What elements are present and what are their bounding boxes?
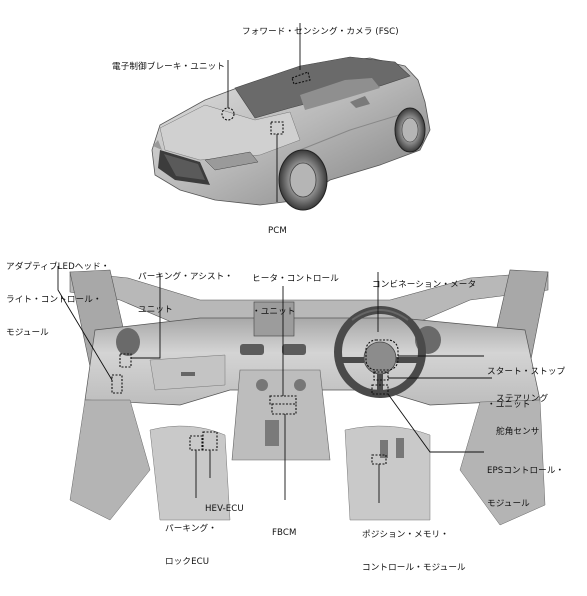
parking-lock-marker	[189, 435, 203, 498]
hev-ecu-label: HEV-ECU	[205, 504, 244, 514]
car-interior	[69, 269, 549, 526]
pcm-label: PCM	[268, 226, 287, 236]
heater-control-label: ヒータ・コントロール ・ユニット	[252, 274, 339, 317]
parking-assist-label: パーキング・アシスト・ ユニット	[138, 272, 234, 315]
brake-unit-label: 電子制御ブレーキ・ユニット	[112, 62, 226, 72]
fsc-label: フォワード・センシング・カメラ (FSC)	[242, 27, 399, 37]
parking-assist-marker	[119, 274, 161, 368]
eps-label: EPSコントロール・ モジュール	[487, 466, 565, 509]
pcm-marker	[270, 121, 284, 202]
parking-lock-label: パーキング・ ロックECU	[165, 524, 217, 567]
fbcm-marker	[271, 403, 297, 500]
car-exterior	[151, 56, 431, 211]
eps-marker	[371, 384, 484, 453]
hev-ecu-marker	[202, 431, 218, 478]
illustration	[57, 23, 549, 526]
diagram-stage: フォワード・センシング・カメラ (FSC) 電子制御ブレーキ・ユニット PCM …	[6, 23, 566, 573]
position-memory-label: ポジション・メモリ・ コントロール・モジュール	[362, 530, 466, 573]
brake-unit-marker	[221, 60, 235, 121]
headlight-module-label: アダプティブLEDヘッド・ ライト・コントロール・ モジュール	[6, 262, 110, 338]
start-stop-marker	[365, 339, 484, 371]
fbcm-label: FBCM	[272, 528, 297, 538]
fsc-marker	[291, 23, 311, 85]
headlight-module-marker	[57, 266, 123, 394]
combination-meter-label: コンビネーション・メータ	[372, 280, 477, 290]
steering-sensor-label: ステアリング 舵角センサ	[496, 394, 549, 437]
start-stop-label: スタート・ストップ ・ユニット	[487, 367, 566, 410]
position-memory-marker	[371, 454, 387, 503]
steering-sensor-marker	[373, 371, 492, 381]
